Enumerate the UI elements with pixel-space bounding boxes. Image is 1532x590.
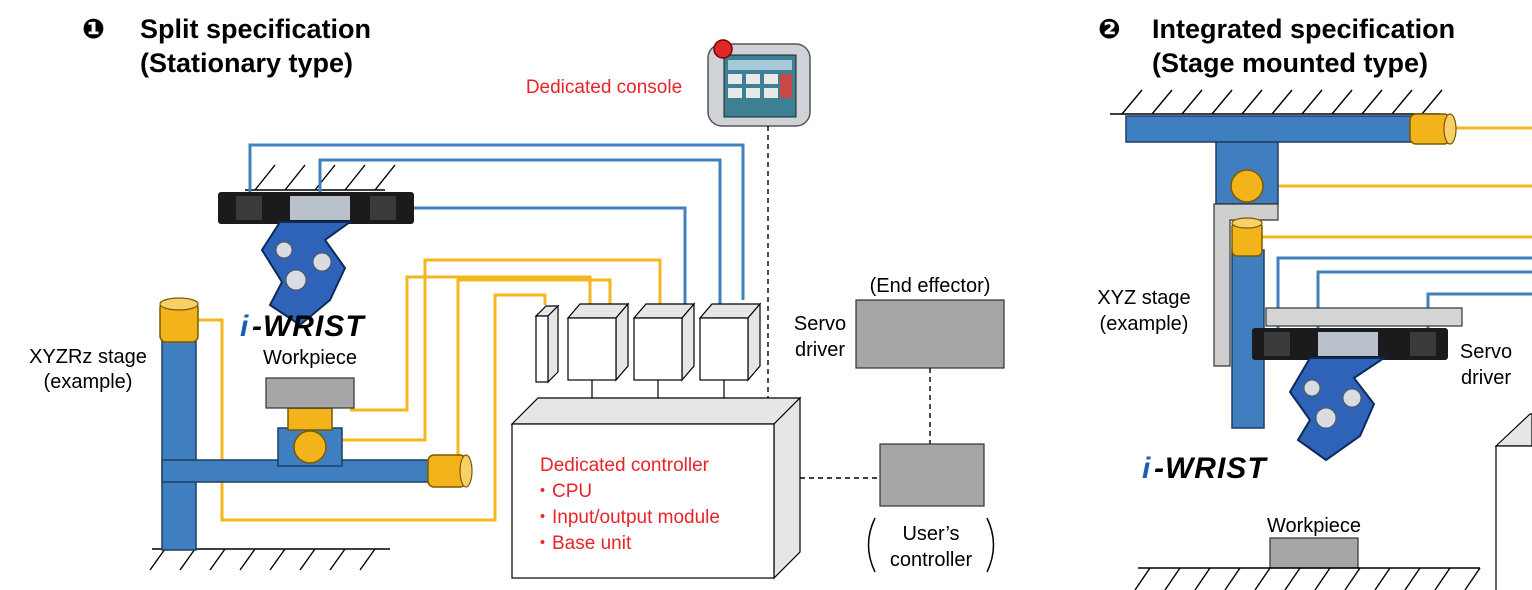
end-effector-box: [855, 299, 1005, 369]
servo-driver-label-line2: driver: [795, 339, 845, 361]
integrated-spec-title-line2: (Stage mounted type): [1152, 48, 1428, 78]
ceiling-hatch-left: [245, 164, 396, 191]
integrated-spec-title-line1: Integrated specification: [1152, 14, 1455, 44]
split-spec-title: ❶ Split specification (Stationary type): [82, 14, 371, 78]
workpiece-label-right: Workpiece: [1267, 515, 1361, 537]
dedicated-console-label: Dedicated console: [526, 77, 682, 98]
paren-right: [986, 517, 995, 573]
split-spec-section: ❶ Split specification (Stationary type): [29, 14, 1005, 580]
controller-title: Dedicated controller: [540, 455, 710, 476]
logo-wrist-right: -WRIST: [1154, 452, 1268, 485]
carriage-motor: [293, 430, 327, 464]
xyz-stage-label-line1: XYZ stage: [1097, 287, 1190, 309]
paren-left: [867, 517, 876, 573]
x-axis-beam: [1125, 115, 1417, 143]
i-wrist-logo-right: i -WRIST: [1142, 452, 1268, 485]
emergency-stop-icon: [713, 39, 733, 59]
servo-driver-right-line1: Servo: [1460, 341, 1512, 363]
logo-wrist-left: -WRIST: [252, 310, 366, 343]
split-spec-title-line1: Split specification: [140, 14, 371, 44]
servo-driver-1: [566, 302, 630, 382]
dedicated-controller: [510, 396, 802, 580]
dedicated-console: [707, 39, 811, 127]
split-spec-number: ❶: [82, 14, 105, 44]
xyzrz-stage-label-line2: (example): [44, 371, 133, 393]
workpiece-left: [265, 377, 355, 409]
mount-plate: [1265, 307, 1463, 327]
i-wrist-device-left: [218, 192, 414, 327]
user-controller-label-line1: User’s: [902, 523, 959, 545]
user-controller-label-line2: controller: [890, 549, 973, 571]
controller-item-base: ・Base unit: [533, 533, 632, 554]
rz-motor: [287, 407, 333, 431]
servo-driver-3: [698, 302, 762, 382]
servo-driver-right-line2: driver: [1461, 367, 1511, 389]
xyz-stage-label-line2: (example): [1100, 313, 1189, 335]
slim-module: [534, 304, 560, 384]
workpiece-label-left: Workpiece: [263, 347, 357, 369]
user-controller-box: [879, 443, 985, 507]
ceiling-hatch-right: [1110, 89, 1443, 115]
integrated-spec-section: ❷ Integrated specification (Stage mounte…: [1097, 14, 1532, 590]
controller-item-cpu: ・CPU: [533, 481, 592, 502]
yellow-cables-left: [198, 258, 662, 522]
integrated-spec-number: ❷: [1098, 14, 1121, 44]
controller-item-io: ・Input/output module: [533, 507, 720, 528]
yellow-cables-right: [1262, 126, 1532, 239]
ground-hatch-left: [149, 548, 390, 571]
xyzrz-stage: [159, 297, 473, 551]
xyz-stage: [1125, 113, 1457, 429]
servo-driver-label-line1: Servo: [794, 313, 846, 335]
logo-i-right: i: [1142, 452, 1151, 485]
servo-driver-2: [632, 302, 696, 382]
z-axis-beam: [1231, 249, 1265, 429]
i-wrist-logo-left: i -WRIST: [240, 310, 366, 343]
i-wrist-device-right: [1252, 307, 1463, 462]
y-axis-motor: [1230, 169, 1264, 203]
xyzrz-stage-label-line1: XYZRz stage: [29, 346, 147, 368]
controller-partial-right: [1494, 413, 1532, 590]
split-spec-title-line2: (Stationary type): [140, 48, 353, 78]
integrated-spec-title: ❷ Integrated specification (Stage mounte…: [1098, 14, 1455, 78]
end-effector-label: (End effector): [870, 275, 991, 297]
z-axis-bracket: [1213, 203, 1279, 367]
workpiece-right: [1269, 537, 1359, 569]
logo-i-left: i: [240, 310, 249, 343]
vertical-axis-beam: [161, 321, 197, 551]
ground-hatch-right: [1134, 567, 1481, 590]
blue-cables-left: [248, 143, 745, 318]
wrist-links-right: [1288, 357, 1388, 462]
